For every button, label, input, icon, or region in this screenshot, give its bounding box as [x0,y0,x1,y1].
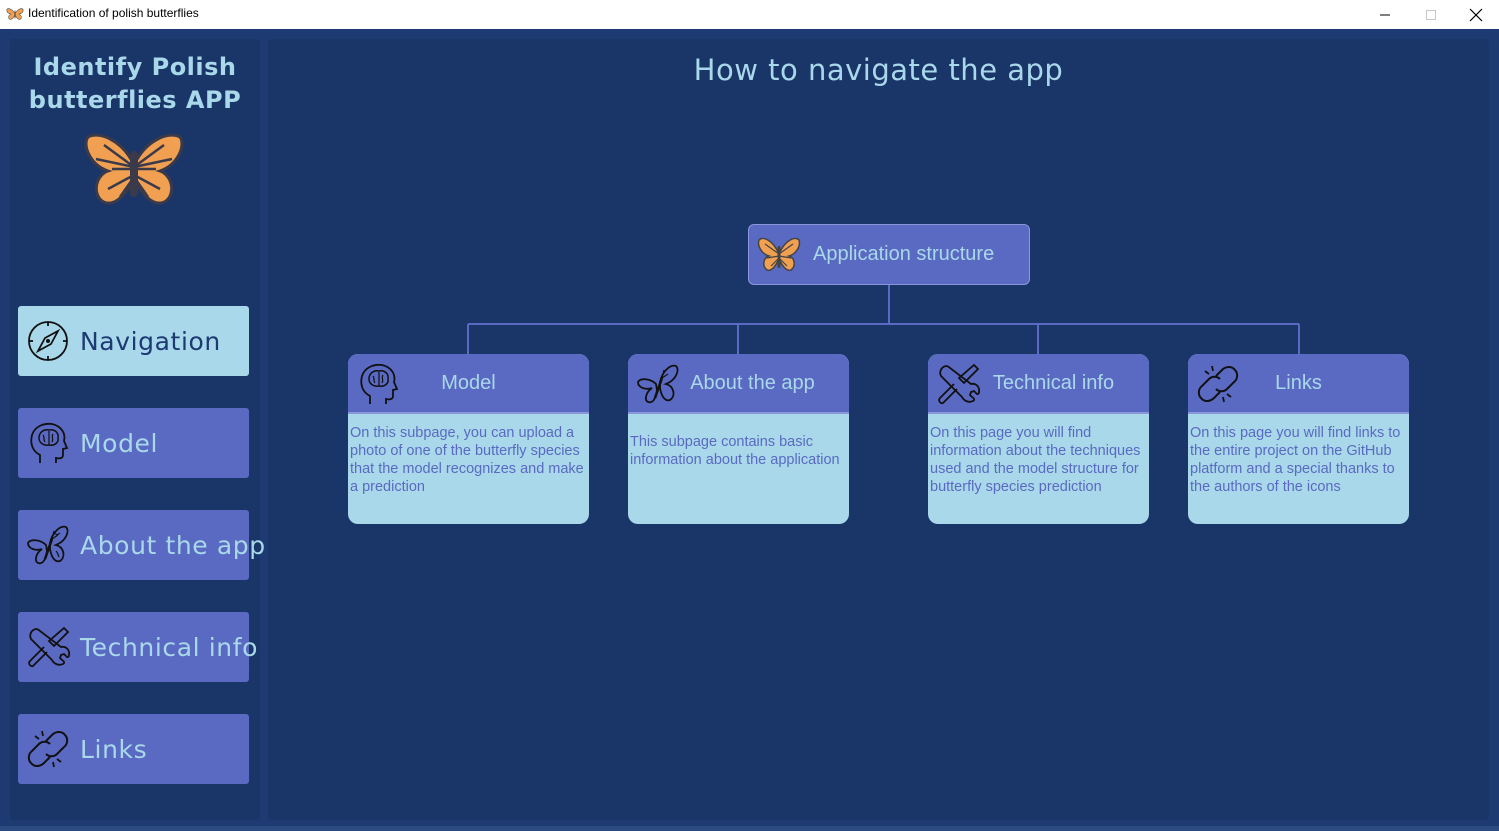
application-structure-label: Application structure [813,243,995,265]
card-technical-info-text: On this page you will find information a… [930,425,1141,495]
card-about-text: This subpage contains basic information … [630,434,840,468]
nav-button-about[interactable]: About the app [18,510,265,580]
nav-button-model[interactable]: Model [18,408,249,478]
butterfly-icon [27,525,69,565]
card-about-title: About the app [690,371,815,394]
app-brand-title: Identify Polish butterflies APP [10,51,260,117]
compass-icon [28,321,68,361]
maximize-icon [1426,9,1436,20]
window-title: Identification of polish butterflies [28,6,199,20]
chain-link-icon [1197,365,1239,403]
main-panel: How to navigate the app Application stru… [268,39,1489,820]
butterfly-icon [757,237,801,271]
card-model-text: On this subpage, you can upload a photo … [350,425,584,495]
maximize-button[interactable] [1408,0,1454,29]
butterfly-icon [6,8,24,20]
card-links-header: Links [1188,354,1409,414]
close-icon [1469,8,1483,21]
card-model-title: Model [441,371,496,394]
brand-line-2: butterflies APP [28,86,242,114]
sidebar: Identify Polish butterflies APP Navigati… [10,39,265,820]
bottom-edge-strip [0,826,1499,831]
tools-icon [28,626,70,668]
butterfly-icon [637,364,679,404]
card-technical-info-title: Technical info [992,371,1115,394]
card-about-header: About the app [628,354,849,414]
application-structure-node: Application structure [748,224,1030,285]
nav-label-links: Links [80,734,148,764]
card-technical-info-header: Technical info [928,354,1149,414]
butterfly-logo-icon [84,133,184,205]
close-button[interactable] [1453,0,1499,29]
brand-line-1: Identify Polish [33,53,237,81]
card-links-text: On this page you will find links to the … [1190,425,1401,495]
card-links: Links On this page you will find links t… [1188,354,1409,524]
brain-head-icon [360,363,399,404]
tools-icon [938,363,980,405]
window-title-bar: Identification of polish butterflies [0,0,1499,29]
nav-button-navigation[interactable]: Navigation [18,306,249,376]
card-about: About the app This subpage contains basi… [628,354,849,524]
minimize-button[interactable] [1362,0,1408,29]
card-model: Model On this subpage, you can upload a … [348,354,589,524]
nav-button-links[interactable]: Links [18,714,249,784]
minimize-icon [1380,14,1390,15]
nav-button-technical-info[interactable]: Technical info [18,612,257,682]
nav-label-technical-info: Technical info [80,632,259,662]
nav-label-model: Model [80,428,159,458]
chain-link-icon [27,730,69,768]
page-title: How to navigate the app [693,53,1064,87]
card-links-title: Links [1275,371,1322,394]
card-technical-info: Technical info On this page you will fin… [928,354,1149,524]
nav-label-navigation: Navigation [80,326,221,356]
nav-label-about: About the app [80,530,266,560]
card-model-header: Model [348,354,589,414]
brain-head-icon [30,422,69,463]
